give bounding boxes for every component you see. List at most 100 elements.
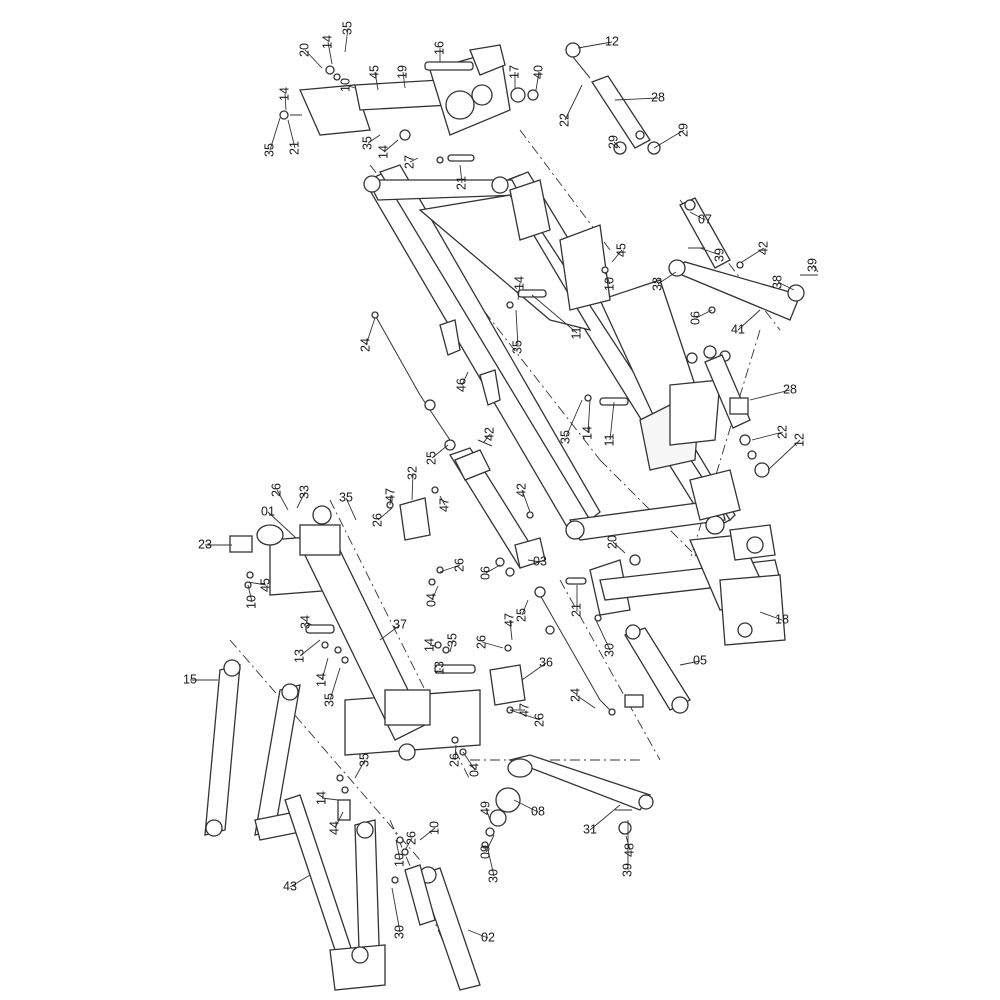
part-callout-14: 14 xyxy=(376,145,390,159)
callout-leader xyxy=(379,624,401,641)
part-callout-21: 21 xyxy=(287,141,301,155)
callout-leader xyxy=(759,611,783,621)
callout-leader xyxy=(604,271,611,285)
center-upper-arm xyxy=(386,439,546,577)
callout-leader xyxy=(365,317,376,346)
callout-leader xyxy=(459,164,463,184)
callout-leader xyxy=(439,495,446,506)
part-callout-14: 14 xyxy=(320,35,334,49)
callout-leader xyxy=(334,811,344,829)
callout-leader xyxy=(695,309,713,319)
right-link-arm xyxy=(668,197,818,321)
left-rod xyxy=(371,311,501,441)
callout-leader xyxy=(589,804,621,831)
part-callout-28: 28 xyxy=(651,90,665,104)
part-callout-35: 35 xyxy=(445,633,459,647)
callout-leader xyxy=(614,97,659,101)
callout-leader xyxy=(565,399,583,438)
cylinder-05 xyxy=(624,624,691,714)
part-callout-10: 10 xyxy=(602,277,616,291)
part-callout-42: 42 xyxy=(514,483,528,497)
callout-leader xyxy=(485,564,501,574)
part-callout-26: 26 xyxy=(532,713,546,727)
callout-leader xyxy=(521,489,531,513)
part-callout-44: 44 xyxy=(327,821,341,835)
part-callout-37: 37 xyxy=(393,617,407,631)
callout-leader xyxy=(367,134,381,144)
part-callout-12: 12 xyxy=(605,34,619,48)
callout-leader xyxy=(404,837,413,851)
part-callout-45: 45 xyxy=(258,578,272,592)
leader-lines xyxy=(190,27,819,939)
callout-leader xyxy=(517,282,521,301)
part-callout-31: 31 xyxy=(583,822,597,836)
callout-leader xyxy=(299,639,321,657)
part-callout-11: 11 xyxy=(569,326,583,339)
callout-leader xyxy=(449,639,454,653)
callout-leader xyxy=(247,584,253,603)
callout-leader xyxy=(777,281,795,291)
part-callout-49: 49 xyxy=(478,801,492,815)
callout-leader xyxy=(564,84,583,121)
part-callout-14: 14 xyxy=(512,276,526,290)
part-callout-16: 16 xyxy=(432,41,446,55)
callout-leader xyxy=(741,247,765,263)
callout-leader xyxy=(467,929,489,939)
part-callout-26: 26 xyxy=(269,483,283,497)
part-callout-21: 21 xyxy=(569,603,583,617)
callout-leader xyxy=(461,371,469,386)
callout-leader xyxy=(344,27,349,53)
part-callout-08: 08 xyxy=(531,804,545,818)
callout-leader xyxy=(594,617,611,651)
callout-leader xyxy=(305,621,313,626)
callout-leader xyxy=(304,49,323,69)
callout-leader xyxy=(751,431,784,441)
part-callout-41: 41 xyxy=(731,322,745,336)
part-callout-35: 35 xyxy=(360,136,374,150)
part-callout-47: 47 xyxy=(517,703,531,717)
callout-leader xyxy=(345,84,356,89)
part-callout-22: 22 xyxy=(775,425,789,439)
part-callout-25: 25 xyxy=(514,608,528,622)
part-callout-29: 29 xyxy=(606,135,620,149)
callout-leader xyxy=(276,489,289,511)
part-callout-14: 14 xyxy=(580,426,594,440)
part-callout-39: 39 xyxy=(805,258,819,272)
part-callout-27: 27 xyxy=(402,155,416,169)
part-callout-35: 35 xyxy=(340,21,354,35)
callout-leader xyxy=(296,491,306,509)
callout-leader xyxy=(535,71,540,91)
part-callout-35: 35 xyxy=(558,430,572,444)
part-callout-11: 11 xyxy=(602,433,616,446)
cylinder-02 xyxy=(391,836,481,991)
part-callout-14: 14 xyxy=(422,638,436,652)
part-callout-48: 48 xyxy=(622,843,636,857)
callout-leader xyxy=(345,497,357,521)
part-callout-13: 13 xyxy=(432,661,446,675)
callout-leader xyxy=(411,472,414,501)
left-main-beam xyxy=(229,497,526,761)
callout-leader xyxy=(431,444,449,459)
part-callout-10: 10 xyxy=(392,853,406,867)
part-callout-04: 04 xyxy=(424,593,438,607)
callout-leader xyxy=(611,249,623,263)
part-callout-18: 18 xyxy=(775,612,789,626)
part-callout-46: 46 xyxy=(454,378,468,392)
part-callout-39: 39 xyxy=(712,248,726,262)
part-callout-42: 42 xyxy=(756,241,770,255)
part-callout-14: 14 xyxy=(314,791,328,805)
callout-leader xyxy=(374,71,379,91)
callout-leader xyxy=(657,271,677,285)
callout-leader xyxy=(429,644,437,647)
right-middle-cylinder xyxy=(686,345,770,478)
callout-leader xyxy=(487,849,495,877)
main-frame xyxy=(363,164,741,541)
part-callout-35: 35 xyxy=(322,693,336,707)
callout-leader xyxy=(409,157,419,163)
callout-leader xyxy=(515,309,519,348)
part-callout-22: 22 xyxy=(557,113,571,127)
part-callout-04: 04 xyxy=(467,763,481,777)
part-callout-26: 26 xyxy=(452,558,466,572)
